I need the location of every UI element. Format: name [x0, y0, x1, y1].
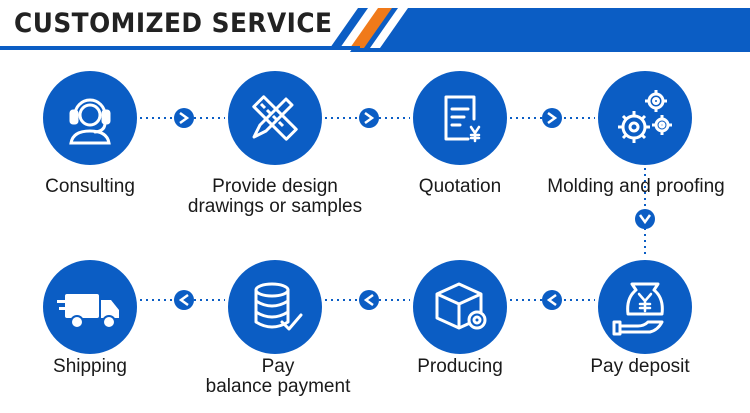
step-balance-circle: [228, 260, 322, 354]
arrow-left-icon: [542, 290, 562, 310]
step-design-circle: [228, 71, 322, 165]
design-tools-icon: [252, 95, 298, 141]
arrow-left-icon: [359, 290, 379, 310]
step-quotation-circle: [413, 71, 507, 165]
step-label-producing: Producing: [350, 357, 570, 377]
arrow-left-icon: [174, 290, 194, 310]
step-label-quotation: Quotation: [350, 177, 570, 197]
step-consulting-circle: [43, 71, 137, 165]
step-label-balance: Pay balance payment: [168, 357, 388, 397]
arrow-right-icon: [359, 108, 379, 128]
step-shipping-circle: [43, 260, 137, 354]
step-label-line1: Quotation: [418, 176, 502, 197]
step-label-molding: Molding and proofing: [526, 177, 746, 197]
step-label-line1: Pay deposit: [590, 356, 690, 377]
step-molding-circle: [598, 71, 692, 165]
step-deposit-circle: [598, 260, 692, 354]
step-producing-circle: [413, 260, 507, 354]
step-label-line1: Molding and proofing: [547, 176, 725, 197]
header-banner: CUSTOMIZED SERVICE: [0, 0, 750, 52]
box-gear-icon: [435, 282, 487, 330]
step-label-deposit: Pay deposit: [530, 357, 750, 377]
arrow-down-icon: [635, 209, 655, 229]
step-label-line2: balance payment: [205, 376, 351, 397]
step-label-line1: Pay: [261, 356, 295, 377]
arrow-right-icon: [542, 108, 562, 128]
gears-icon: [618, 90, 672, 143]
step-label-line1: Shipping: [53, 356, 127, 377]
quotation-document-icon: [444, 95, 481, 143]
step-label-shipping: Shipping: [0, 357, 200, 377]
arrow-right-icon: [174, 108, 194, 128]
step-label-design: Provide design drawings or samples: [165, 177, 385, 217]
hand-yen-icon: [612, 282, 664, 336]
step-label-line1: Producing: [417, 356, 503, 377]
truck-icon: [57, 294, 119, 329]
page-title: CUSTOMIZED SERVICE: [14, 8, 333, 39]
step-label-line1: Consulting: [45, 176, 135, 197]
step-label-line1: Provide design: [212, 176, 338, 197]
step-label-consulting: Consulting: [0, 177, 200, 197]
database-check-icon: [254, 282, 303, 331]
header-decoration: [0, 8, 750, 52]
step-label-line2: drawings or samples: [187, 196, 363, 217]
headset-person-icon: [69, 98, 111, 145]
